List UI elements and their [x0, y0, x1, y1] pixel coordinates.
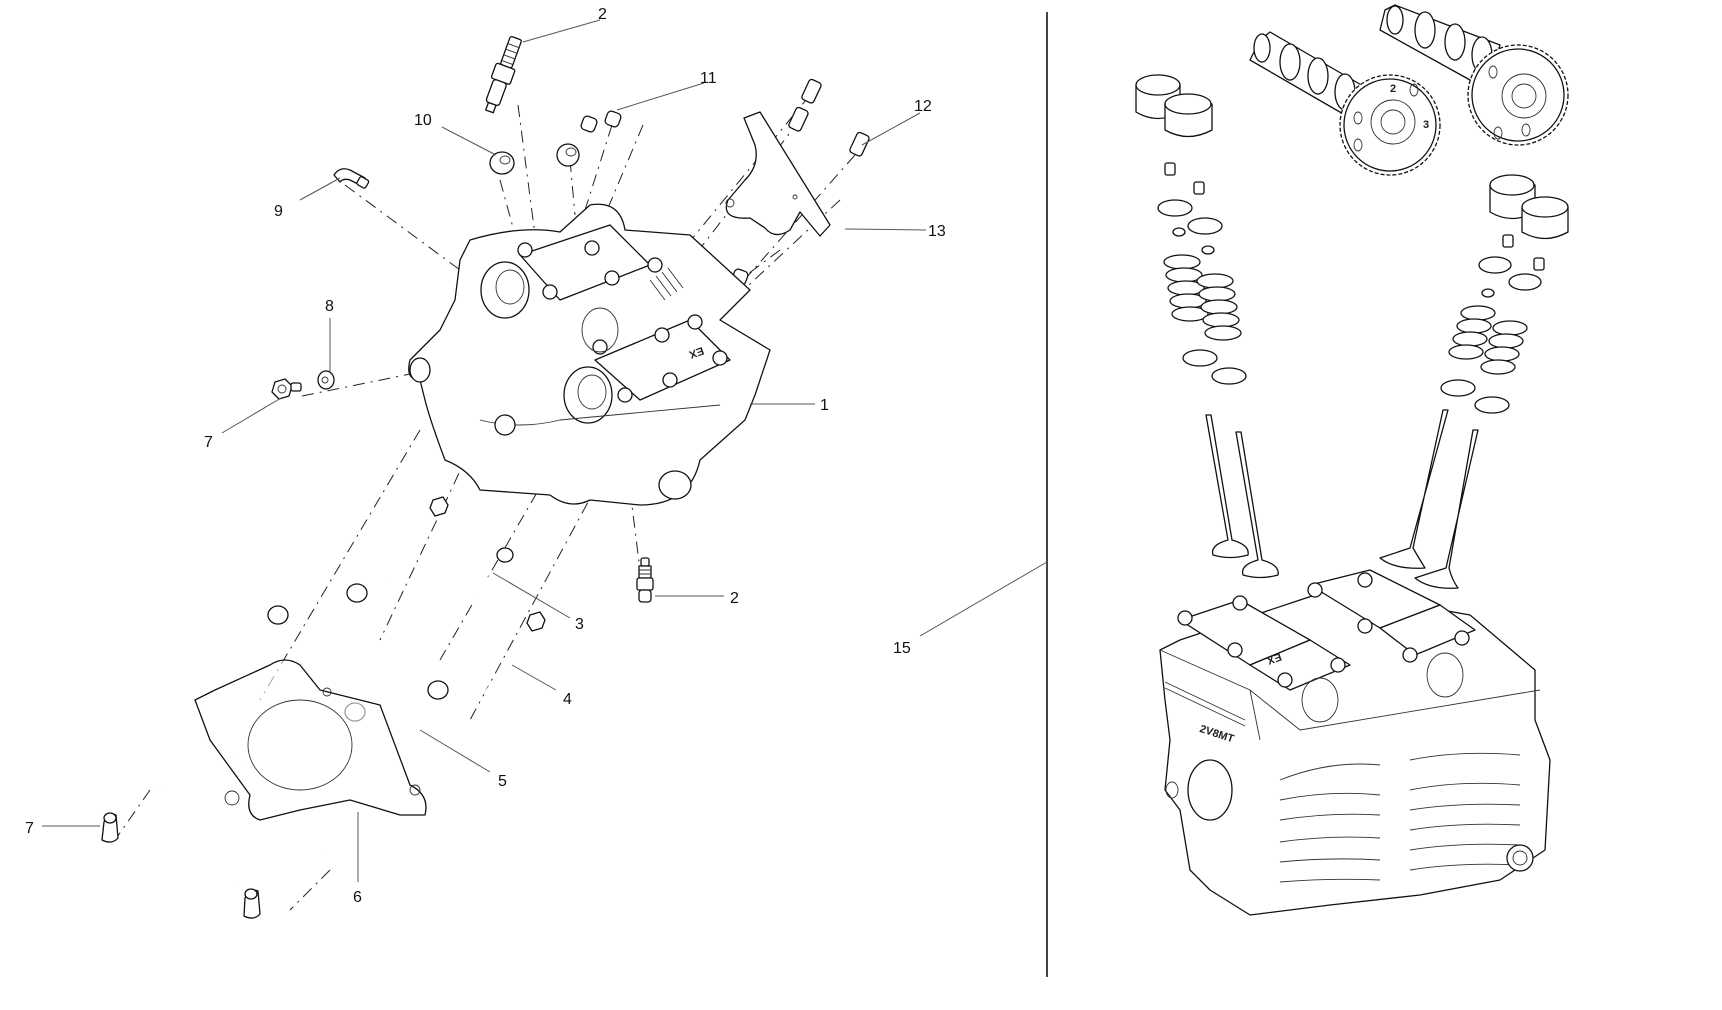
- socket-head-screw[interactable]: [472, 547, 514, 602]
- cam-sprocket-right: [1467, 44, 1569, 146]
- bent-fitting[interactable]: [333, 168, 370, 189]
- left-panel: EX: [25, 6, 1048, 919]
- callout-12[interactable]: 11: [700, 70, 717, 87]
- ex-stamp: EX: [687, 344, 706, 361]
- gear-mark-2: 2: [1390, 83, 1396, 95]
- head-gasket[interactable]: [194, 659, 427, 821]
- tappet-buckets: [1135, 74, 1569, 240]
- callout-7[interactable]: 7: [25, 820, 34, 837]
- leader-lines: [42, 19, 1048, 882]
- callout-11[interactable]: 10: [414, 112, 432, 129]
- valve-spring: [1448, 305, 1528, 375]
- washer[interactable]: [317, 370, 335, 390]
- valves: [1205, 409, 1479, 589]
- spark-plug-lower[interactable]: [636, 557, 654, 603]
- bracket[interactable]: [725, 111, 831, 237]
- flange-nut-screw[interactable]: [271, 378, 302, 400]
- callout-3[interactable]: 3: [575, 616, 584, 633]
- callout-10[interactable]: 9: [274, 203, 283, 220]
- dowel-bushing[interactable]: [101, 812, 261, 919]
- callout-14[interactable]: 13: [928, 223, 946, 240]
- valve-train-left: [1157, 162, 1247, 385]
- flange-bolt[interactable]: [483, 611, 546, 697]
- allen-screw[interactable]: [788, 78, 870, 157]
- callout-2-upper[interactable]: 2: [598, 6, 607, 23]
- right-panel-head-assembly[interactable]: 2 3: [1135, 4, 1569, 916]
- callout-2-lower[interactable]: 2: [730, 590, 739, 607]
- callout-9[interactable]: 8: [325, 298, 334, 315]
- head-bolts: [1177, 572, 1470, 688]
- ex-stamp-right: EX: [1264, 650, 1283, 667]
- callout-4[interactable]: 4: [563, 691, 572, 708]
- callout-8[interactable]: 7: [204, 434, 213, 451]
- callout-labels: 2 11 10 12 13 9 8 7 1 2 3 4 5 6 7 15: [25, 6, 946, 906]
- callout-13[interactable]: 12: [914, 98, 932, 115]
- gear-mark-3: 3: [1423, 119, 1429, 131]
- callout-5[interactable]: 5: [498, 773, 507, 790]
- callout-1[interactable]: 1: [820, 397, 829, 414]
- cylinder-head[interactable]: EX: [408, 203, 771, 506]
- camshaft-exhaust: [1379, 4, 1501, 81]
- spark-plug-upper[interactable]: [480, 35, 525, 115]
- flange-bolt-upper[interactable]: [383, 496, 449, 582]
- cam-sprocket-left: 2 3: [1339, 74, 1441, 176]
- cap-bolts: [517, 240, 728, 403]
- callout-15[interactable]: 15: [893, 640, 911, 657]
- assembled-cylinder-head: 2V8MT EX: [1159, 569, 1551, 916]
- spacer-sleeve[interactable]: [489, 143, 580, 175]
- valve-train-right: [1440, 234, 1545, 414]
- callout-6[interactable]: 6: [353, 889, 362, 906]
- valve-spring: [1163, 254, 1242, 341]
